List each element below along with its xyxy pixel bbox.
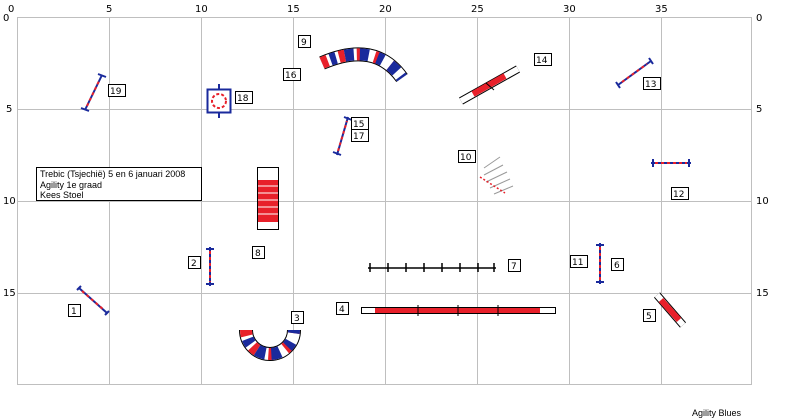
svg-text:1: 1 [71,307,77,317]
top-tick-35: 35 [655,4,668,15]
svg-text:13: 13 [645,80,656,90]
svg-text:2: 2 [191,259,197,269]
svg-text:4: 4 [339,305,345,315]
obstacle-3-tunnel[interactable] [239,329,301,361]
top-tick-30: 30 [563,4,576,15]
svg-text:17: 17 [353,132,364,142]
credit-text: Agility Blues [692,408,742,418]
svg-text:10: 10 [460,153,472,163]
obstacle-1-hurdle[interactable] [76,285,110,316]
obstacle-6-hurdle[interactable] [596,243,604,284]
svg-text:19: 19 [110,87,122,97]
label-7: 7 [508,259,521,272]
left-axis-labels: 0 5 10 15 [3,13,16,299]
svg-text:16: 16 [285,71,297,81]
right-axis-labels: 0 5 10 15 [756,13,769,299]
label-6: 6 [611,258,624,271]
label-1: 1 [68,304,81,317]
label-8: 8 [252,246,265,259]
svg-text:6: 6 [614,261,620,271]
label-10: 10 [458,150,476,163]
right-tick-0: 0 [756,13,762,24]
label-17: 17 [351,129,369,142]
grid [17,17,752,385]
label-14: 14 [534,53,552,66]
svg-text:14: 14 [536,56,548,66]
obstacle-7-weave-poles[interactable] [368,263,496,272]
left-tick-0: 0 [3,13,9,24]
top-tick-15: 15 [287,4,300,15]
svg-text:15: 15 [353,120,364,130]
right-tick-5: 5 [756,104,762,115]
info-box: Trebic (Tsjechië) 5 en 6 januari 2008 Ag… [36,167,202,201]
obstacle-13-hurdle[interactable] [615,57,654,89]
obstacle-15-hurdle[interactable] [332,116,353,156]
svg-text:12: 12 [673,190,684,200]
label-12: 12 [671,187,689,200]
svg-text:5: 5 [646,312,652,322]
obstacle-8-table[interactable] [257,167,279,230]
obstacle-9-tunnel[interactable] [319,47,408,83]
right-tick-15: 15 [756,288,769,299]
top-tick-0: 0 [8,4,14,15]
svg-text:18: 18 [237,94,249,104]
obstacle-2-hurdle[interactable] [206,247,214,286]
label-11: 11 [570,255,588,268]
number-labels: 1 2 3 4 5 6 7 8 9 10 11 12 13 14 15 16 1… [68,35,689,324]
label-2: 2 [188,256,201,269]
obstacle-10-long-jump[interactable] [479,156,514,195]
label-16: 16 [283,68,301,81]
info-line-judge: Kees Stoel [40,190,84,200]
label-3: 3 [291,311,304,324]
svg-text:11: 11 [572,258,583,268]
label-5: 5 [643,309,656,322]
label-4: 4 [336,302,349,315]
obstacle-19-hurdle[interactable] [80,73,107,112]
obstacle-5-seesaw[interactable] [653,292,687,328]
right-tick-10: 10 [756,196,769,207]
obstacle-4-dogwalk[interactable] [361,305,556,316]
info-line-class: Agility 1e graad [40,180,102,190]
left-tick-5: 5 [6,104,12,115]
obstacle-14-seesaw[interactable] [459,65,520,105]
svg-text:9: 9 [301,38,307,48]
svg-text:8: 8 [255,249,261,259]
label-13: 13 [643,77,661,90]
label-9: 9 [298,35,311,48]
top-axis-labels: 0 5 10 15 20 25 30 35 [8,4,668,15]
left-tick-10: 10 [3,196,16,207]
top-tick-10: 10 [195,4,208,15]
label-18: 18 [235,91,253,104]
svg-text:7: 7 [511,262,517,272]
label-15: 15 [351,117,369,130]
top-tick-20: 20 [379,4,392,15]
svg-text:3: 3 [294,314,300,324]
info-line-venue: Trebic (Tsjechië) 5 en 6 januari 2008 [40,169,185,179]
top-tick-5: 5 [106,4,112,15]
label-19: 19 [108,84,126,97]
obstacle-18-tire[interactable] [206,84,232,118]
left-tick-15: 15 [3,288,16,299]
top-tick-25: 25 [471,4,484,15]
obstacle-12-hurdle[interactable] [651,159,691,167]
